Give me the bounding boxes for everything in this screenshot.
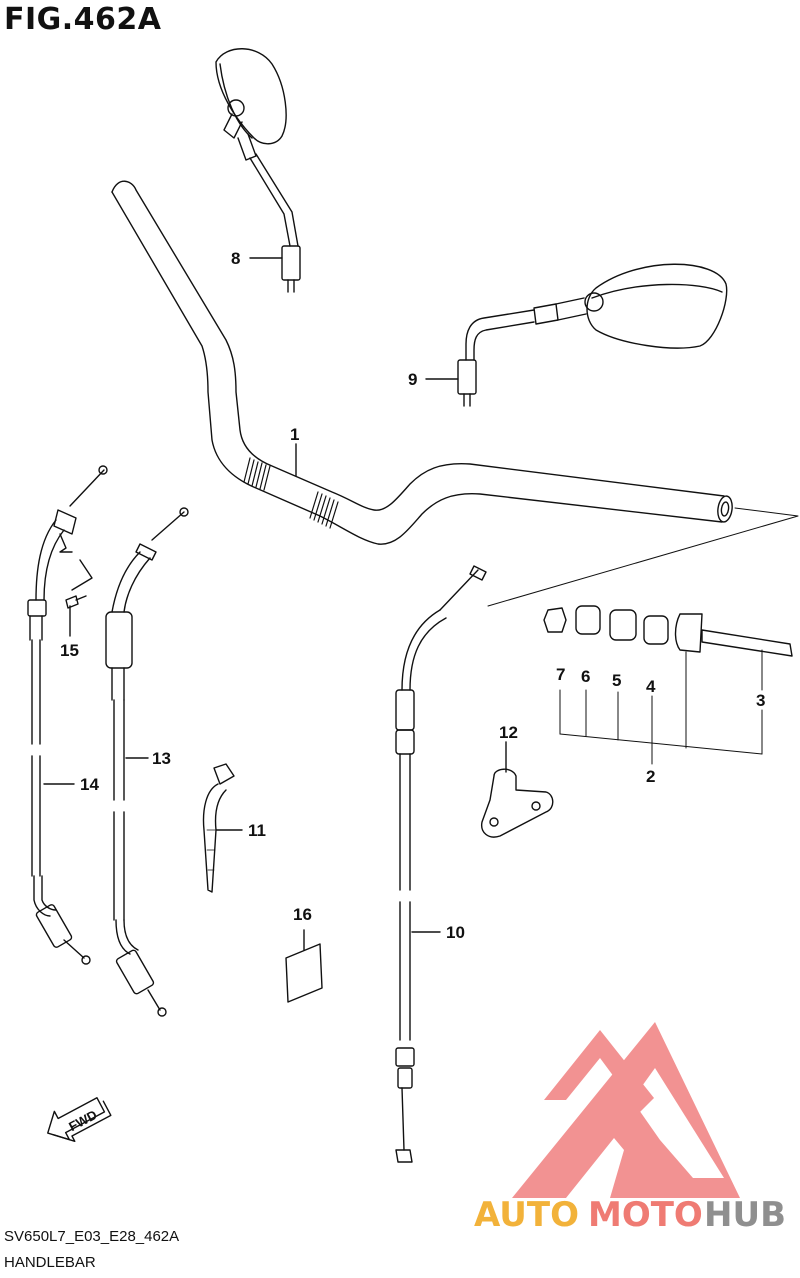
part-7-nut xyxy=(543,607,567,633)
cable-14 xyxy=(27,465,108,965)
callout-12: 12 xyxy=(499,723,518,742)
callout-1: 1 xyxy=(290,425,299,444)
handlebar xyxy=(111,180,733,545)
callout-5: 5 xyxy=(612,671,621,690)
callout-15: 15 xyxy=(60,641,79,660)
watermark-text-hub: HUB xyxy=(704,1195,786,1235)
callout-2: 2 xyxy=(646,767,655,786)
cable-tie xyxy=(202,763,235,893)
figure-caption: HANDLEBAR xyxy=(4,1254,96,1271)
part-4-collar xyxy=(643,615,669,645)
callout-14: 14 xyxy=(80,775,99,794)
callout-10: 10 xyxy=(446,923,465,942)
figure-title: FIG.462A xyxy=(4,2,162,37)
callout-6: 6 xyxy=(581,667,590,686)
projection-line xyxy=(487,507,799,607)
callout-4: 4 xyxy=(646,677,656,696)
part-3-weight xyxy=(674,613,703,653)
balancer-assembly xyxy=(543,605,793,657)
callout-7: 7 xyxy=(556,665,565,684)
part-6-collar xyxy=(575,605,601,635)
callout-16: 16 xyxy=(293,905,312,924)
callout-11: 11 xyxy=(248,821,266,840)
bracket-lines xyxy=(559,649,763,765)
mirror-right xyxy=(457,263,728,407)
mirror-left xyxy=(215,48,301,293)
cable-10 xyxy=(395,565,487,1163)
clamp-part-15 xyxy=(59,533,93,637)
callout-3: 3 xyxy=(756,691,765,710)
bracket xyxy=(481,768,554,838)
figure-code: SV650L7_E03_E28_462A xyxy=(4,1228,180,1245)
watermark-text-moto: MOTO xyxy=(588,1195,703,1235)
part-3-bolt xyxy=(701,629,793,657)
callout-13: 13 xyxy=(152,749,171,768)
watermark-logo xyxy=(512,1022,740,1198)
part-5-collar xyxy=(609,609,637,641)
callout-8: 8 xyxy=(231,249,240,268)
callout-9: 9 xyxy=(408,370,417,389)
cable-13 xyxy=(105,507,189,1017)
fwd-arrow-icon xyxy=(47,1097,112,1142)
watermark-text-auto: AUTO xyxy=(474,1195,579,1235)
sticker xyxy=(285,943,323,1003)
